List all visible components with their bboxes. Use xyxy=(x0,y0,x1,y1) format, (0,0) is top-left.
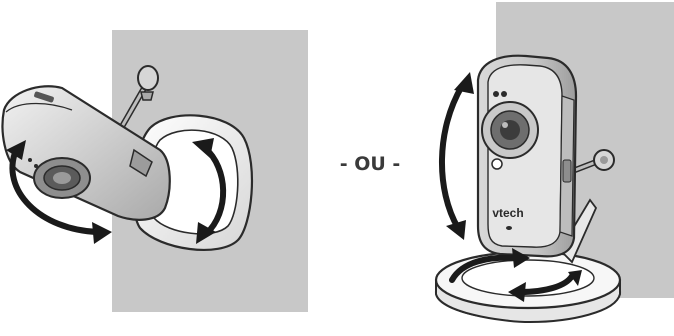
left-wall-mount-illustration xyxy=(3,30,308,312)
separator-label: - OU - xyxy=(340,153,401,175)
right-tabletop-illustration: vtech xyxy=(436,2,674,322)
right-camera-body: vtech xyxy=(478,56,576,257)
brand-logo: vtech xyxy=(492,206,523,220)
